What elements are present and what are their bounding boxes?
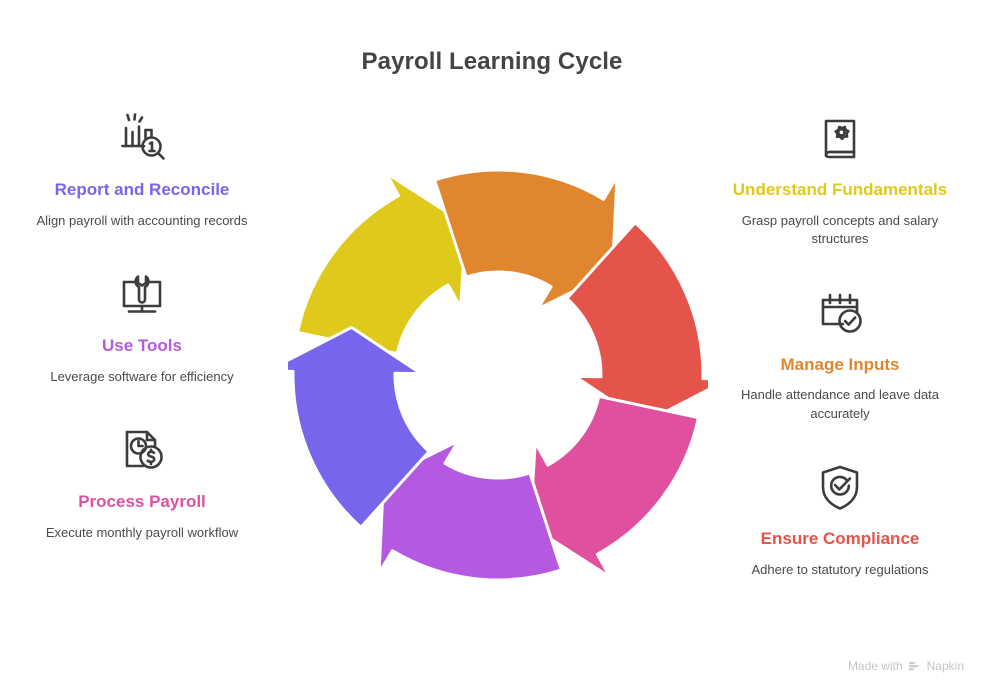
cycle-diagram-svg: [265, 168, 731, 582]
node-description: Adhere to statutory regulations: [751, 561, 929, 577]
calendar-check-icon: [710, 283, 970, 345]
node-description: Align payroll with accounting records: [36, 212, 248, 228]
cycle-node-report-and-reconcile[interactable]: Report and Reconcile Align payroll with …: [12, 108, 272, 230]
cycle-arrow-segment[interactable]: [433, 168, 619, 311]
cycle-node-ensure-compliance[interactable]: Ensure Compliance Adhere to statutory re…: [710, 457, 970, 579]
node-description: Execute monthly payroll workflow: [45, 524, 239, 540]
napkin-logo-icon: [908, 662, 920, 671]
node-description: Grasp payroll concepts and salary struct…: [741, 212, 939, 247]
node-title: Understand Fundamentals: [732, 180, 948, 199]
cycle-node-use-tools[interactable]: Use Tools Leverage software for efficien…: [12, 264, 272, 386]
left-label-column: Report and Reconcile Align payroll with …: [12, 108, 272, 542]
cycle-node-understand-fundamentals[interactable]: Understand Fundamentals Grasp payroll co…: [710, 108, 970, 249]
cycle-node-process-payroll[interactable]: Process Payroll Execute monthly payroll …: [12, 420, 272, 542]
right-label-column: Understand Fundamentals Grasp payroll co…: [710, 108, 970, 579]
node-title: Manage Inputs: [780, 354, 900, 374]
cycle-arrow-segment[interactable]: [295, 171, 468, 356]
made-with-napkin-credit: Made with Napkin: [848, 659, 964, 673]
cycle-arrow-segment[interactable]: [377, 439, 563, 582]
node-title: Use Tools: [102, 336, 182, 356]
cycle-diagram: [265, 140, 731, 620]
page-title: Payroll Learning Cycle: [361, 48, 623, 75]
made-with-label: Made with: [847, 659, 903, 673]
node-title: Ensure Compliance: [760, 529, 920, 549]
book-gear-icon: [710, 108, 970, 170]
node-title: Report and Reconcile: [54, 180, 230, 199]
node-title: Process Payroll: [78, 492, 206, 512]
node-description: Leverage software for efficiency: [50, 368, 234, 384]
shield-check-icon: [710, 457, 970, 519]
monitor-wrench-icon: [12, 264, 272, 326]
cycle-arrow-segment[interactable]: [528, 394, 701, 579]
node-description: Handle attendance and leave data accurat…: [740, 387, 940, 421]
document-clock-dollar-icon: [12, 420, 272, 482]
napkin-brand-label: Napkin: [926, 659, 964, 673]
cycle-node-manage-inputs[interactable]: Manage Inputs Handle attendance and leav…: [710, 283, 970, 424]
bar-chart-magnifier-icon: [12, 108, 272, 170]
